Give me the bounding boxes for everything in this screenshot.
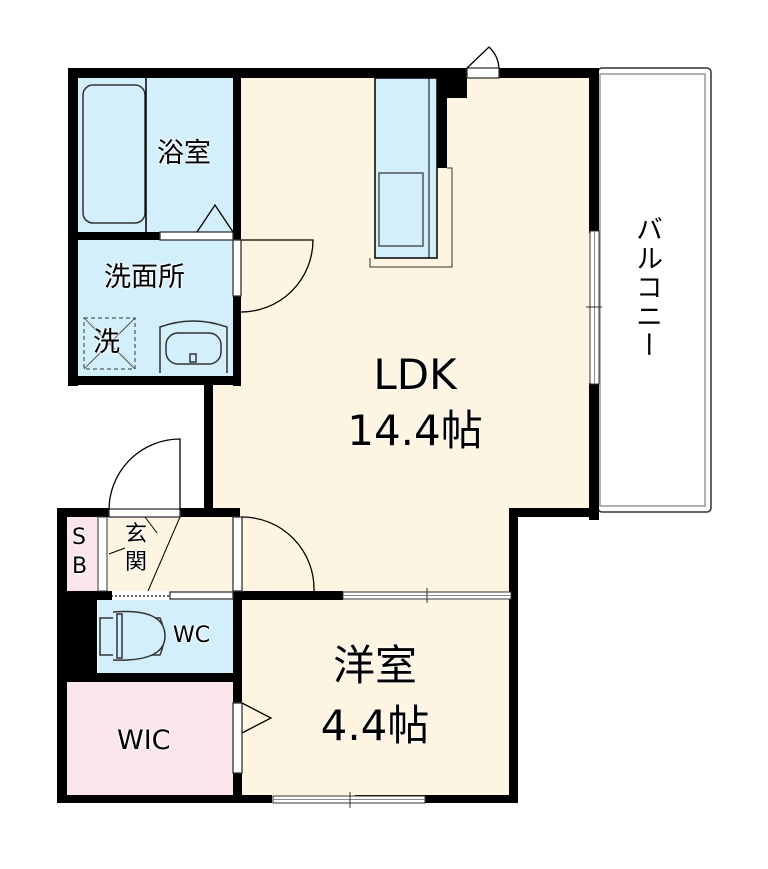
entrance-label-1: 玄 bbox=[125, 522, 148, 547]
entrance-label-2: 関 bbox=[125, 550, 148, 575]
kitchen-counter bbox=[374, 77, 438, 259]
western-room-name: 洋室 bbox=[332, 641, 417, 690]
ldk-floor bbox=[208, 78, 590, 598]
ldk-size: 14.4帖 bbox=[347, 406, 483, 455]
entrance-floor bbox=[107, 517, 240, 591]
wic-floor bbox=[67, 682, 233, 795]
washer-label: 洗 bbox=[93, 327, 120, 358]
bath-label: 浴室 bbox=[157, 138, 211, 169]
western-room-floor bbox=[242, 600, 512, 795]
kitchen-sink bbox=[378, 172, 424, 247]
doors bbox=[107, 46, 500, 774]
western-room-size: 4.4帖 bbox=[320, 701, 430, 750]
shoebox-label-b: B bbox=[72, 554, 88, 579]
windows bbox=[272, 230, 602, 808]
wic-label: WIC bbox=[117, 725, 171, 756]
shoebox-floor bbox=[67, 517, 98, 591]
wc-label: WC bbox=[173, 623, 211, 648]
shoebox-label-s: S bbox=[72, 525, 86, 550]
bathtub bbox=[82, 84, 146, 224]
washbasin bbox=[159, 320, 228, 373]
balcony-label: バルコニー bbox=[631, 215, 662, 360]
fixtures bbox=[82, 77, 453, 661]
balcony bbox=[597, 67, 712, 513]
walls bbox=[57, 68, 599, 803]
washer-space bbox=[83, 317, 136, 370]
washroom-label: 洗面所 bbox=[104, 262, 185, 293]
ldk-name: LDK bbox=[373, 350, 457, 399]
room-fills bbox=[67, 78, 590, 795]
